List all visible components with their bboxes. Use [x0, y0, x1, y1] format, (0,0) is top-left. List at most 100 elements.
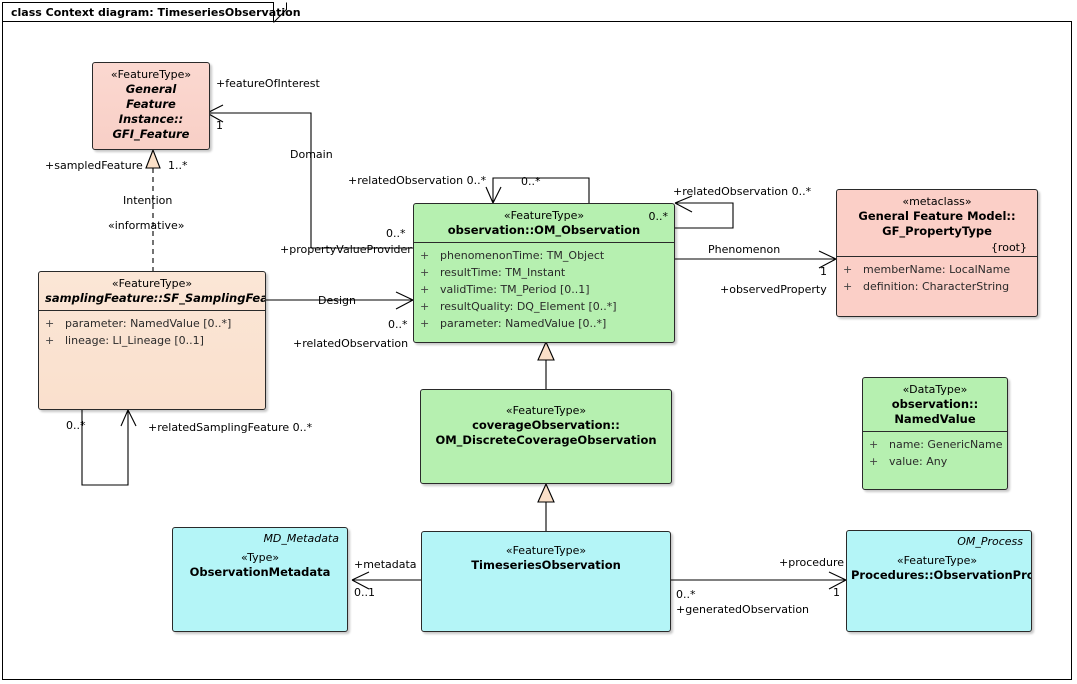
diagram-frame-tab: class Context diagram: TimeseriesObserva… — [2, 2, 301, 22]
attribute-text: phenomenonTime: TM_Object — [440, 249, 605, 262]
class-top-right-label: MD_Metadata — [263, 532, 339, 545]
class-name-line: General Feature Model:: — [858, 209, 1016, 223]
attribute-row: + memberName: LocalName — [843, 261, 1033, 278]
visibility-marker: + — [45, 334, 55, 347]
root-marker: {root} — [990, 241, 1027, 254]
edge-label-metadata-multiplicity: 0..1 — [354, 586, 375, 599]
visibility-marker: + — [45, 317, 55, 330]
attribute-row: + resultQuality: DQ_Element [0..*] — [420, 298, 670, 315]
edge-label-intention: Intention — [123, 194, 173, 207]
edge-label-metadata: +metadata — [354, 558, 417, 571]
class-name-line: GFI_Feature — [112, 127, 190, 141]
class-name-line: observation::OM_Observation — [447, 223, 641, 237]
attribute-row: + resultTime: TM_Instant — [420, 264, 670, 281]
visibility-marker: + — [869, 438, 879, 451]
attribute-row: + phenomenonTime: TM_Object — [420, 247, 670, 264]
class-name-line: TimeseriesObservation — [471, 558, 621, 572]
class-stereotype: «FeatureType» — [505, 544, 587, 557]
frame-tab-corner — [273, 2, 287, 23]
class-om-observation[interactable]: «FeatureType» observation::OM_Observatio… — [413, 203, 675, 343]
attribute-text: validTime: TM_Period [0..1] — [440, 283, 590, 296]
edge-label-relatedobservation-design: +relatedObservation — [293, 337, 409, 350]
visibility-marker: + — [420, 249, 430, 262]
class-stereotype: «DataType» — [902, 383, 968, 396]
attribute-row: + validTime: TM_Period [0..1] — [420, 281, 670, 298]
edge-label-observedproperty-multiplicity: 1 — [820, 265, 827, 278]
edge-label-observedproperty: +observedProperty — [720, 283, 827, 296]
edge-label-procedure-multiplicity: 1 — [833, 586, 840, 599]
class-name-line: GF_PropertyType — [882, 224, 992, 238]
attribute-text: lineage: LI_Lineage [0..1] — [65, 334, 204, 347]
edge-label-sampledfeature: +sampledFeature — [45, 159, 143, 172]
class-stereotype: «Type» — [240, 551, 280, 564]
edge-label-relatedobservation-right: +relatedObservation 0..* — [673, 185, 812, 198]
edge-label-relatedsamplingfeature: +relatedSamplingFeature 0..* — [148, 421, 313, 434]
edge-label-generatedobservation-multiplicity: 0..* — [676, 588, 696, 601]
edge-label-informative: «informative» — [108, 219, 185, 232]
class-name-line: NamedValue — [894, 412, 976, 426]
diagram-title: class Context diagram: TimeseriesObserva… — [11, 6, 301, 19]
edge-label-featureofinterest: +featureOfInterest — [216, 77, 320, 90]
visibility-marker: + — [420, 266, 430, 279]
edge-label-procedure: +procedure — [779, 556, 845, 569]
attribute-row: + name: GenericName — [869, 436, 1003, 453]
attribute-text: value: Any — [889, 455, 948, 468]
visibility-marker: + — [843, 280, 853, 293]
attribute-text: resultTime: TM_Instant — [440, 266, 566, 279]
visibility-marker: + — [420, 300, 430, 313]
class-observationmetadata[interactable]: MD_Metadata «Type» ObservationMetadata — [172, 527, 348, 632]
class-name-line: General Feature — [125, 82, 177, 111]
class-name-line: ObservationMetadata — [189, 565, 331, 579]
class-attributes: + name: GenericName +value: Any — [863, 432, 1007, 474]
class-timeseriesobservation[interactable]: «FeatureType» TimeseriesObservation — [421, 531, 671, 632]
attribute-text: resultQuality: DQ_Element [0..*] — [440, 300, 617, 313]
class-sf-samplingfeature[interactable]: «FeatureType» samplingFeature::SF_Sampli… — [38, 271, 266, 410]
edge-label-domain: Domain — [290, 148, 333, 161]
class-stereotype: «FeatureType» — [110, 68, 192, 81]
class-gfi-feature[interactable]: «FeatureType» General Feature Instance::… — [92, 62, 210, 150]
class-namedvalue[interactable]: «DataType» observation:: NamedValue + nam… — [862, 377, 1008, 490]
class-name-line: observation:: — [891, 397, 979, 411]
edge-label-phenomenon: Phenomenon — [708, 243, 781, 256]
class-gf-propertytype[interactable]: «metaclass» General Feature Model:: GF_P… — [836, 189, 1038, 317]
attribute-row: +value: Any — [869, 453, 1003, 470]
attribute-text: memberName: LocalName — [863, 263, 1011, 276]
edge-label-sampled-multiplicity: 1..* — [168, 159, 188, 172]
edge-label-design-multiplicity: 0..* — [388, 318, 408, 331]
edge-label-propertyvalueprovider: +propertyValueProvider — [280, 243, 412, 256]
attribute-text: name: GenericName — [889, 438, 1003, 451]
class-stereotype: «metaclass» — [902, 195, 972, 208]
edge-label-pvp-multiplicity: 0..* — [386, 227, 406, 240]
class-stereotype: «FeatureType» — [896, 554, 978, 567]
class-stereotype: «FeatureType» — [111, 277, 193, 290]
edge-label-design: Design — [318, 294, 356, 307]
attribute-text: definition: CharacterString — [863, 280, 1010, 293]
class-top-right-label: OM_Process — [957, 535, 1023, 548]
class-om-discretecoverageobservation[interactable]: «FeatureType» coverageObservation:: OM_D… — [420, 389, 672, 484]
class-attributes: + parameter: NamedValue [0..*] + lineage: … — [39, 311, 265, 353]
visibility-marker: + — [420, 283, 430, 296]
class-stereotype: «FeatureType» — [505, 404, 587, 417]
attribute-row: + parameter: NamedValue [0..*] — [420, 315, 670, 332]
class-attributes: + phenomenonTime: TM_Object + resultTime: … — [414, 243, 674, 336]
attribute-text: parameter: NamedValue [0..*] — [65, 317, 232, 330]
class-attributes: + memberName: LocalName + definition: Char… — [837, 257, 1037, 299]
diagram-frame — [2, 21, 1072, 680]
visibility-marker: + — [420, 317, 430, 330]
class-name-line: OM_DiscreteCoverageObservation — [435, 433, 657, 447]
class-observationprocess[interactable]: OM_Process «FeatureType» Procedures::Obs… — [846, 530, 1032, 632]
attribute-row: + definition: CharacterString — [843, 278, 1033, 295]
visibility-marker: + — [843, 263, 853, 276]
edge-label-relatedobservation-top: +relatedObservation 0..* — [348, 174, 487, 187]
class-corner-multiplicity: 0..* — [648, 210, 669, 223]
edge-label-sampling-multiplicity-left: 0..* — [66, 419, 86, 432]
class-stereotype: «FeatureType» — [503, 209, 585, 222]
class-name-line: coverageObservation:: — [472, 418, 620, 432]
attribute-text: parameter: NamedValue [0..*] — [440, 317, 607, 330]
attribute-row: + parameter: NamedValue [0..*] — [45, 315, 261, 332]
edge-label-foi-multiplicity: 1 — [216, 119, 223, 132]
attribute-row: + lineage: LI_Lineage [0..1] — [45, 332, 261, 349]
edge-label-self-multiplicity-top: 0..* — [521, 175, 541, 188]
class-name-line: Procedures::ObservationProcess — [851, 568, 1032, 582]
